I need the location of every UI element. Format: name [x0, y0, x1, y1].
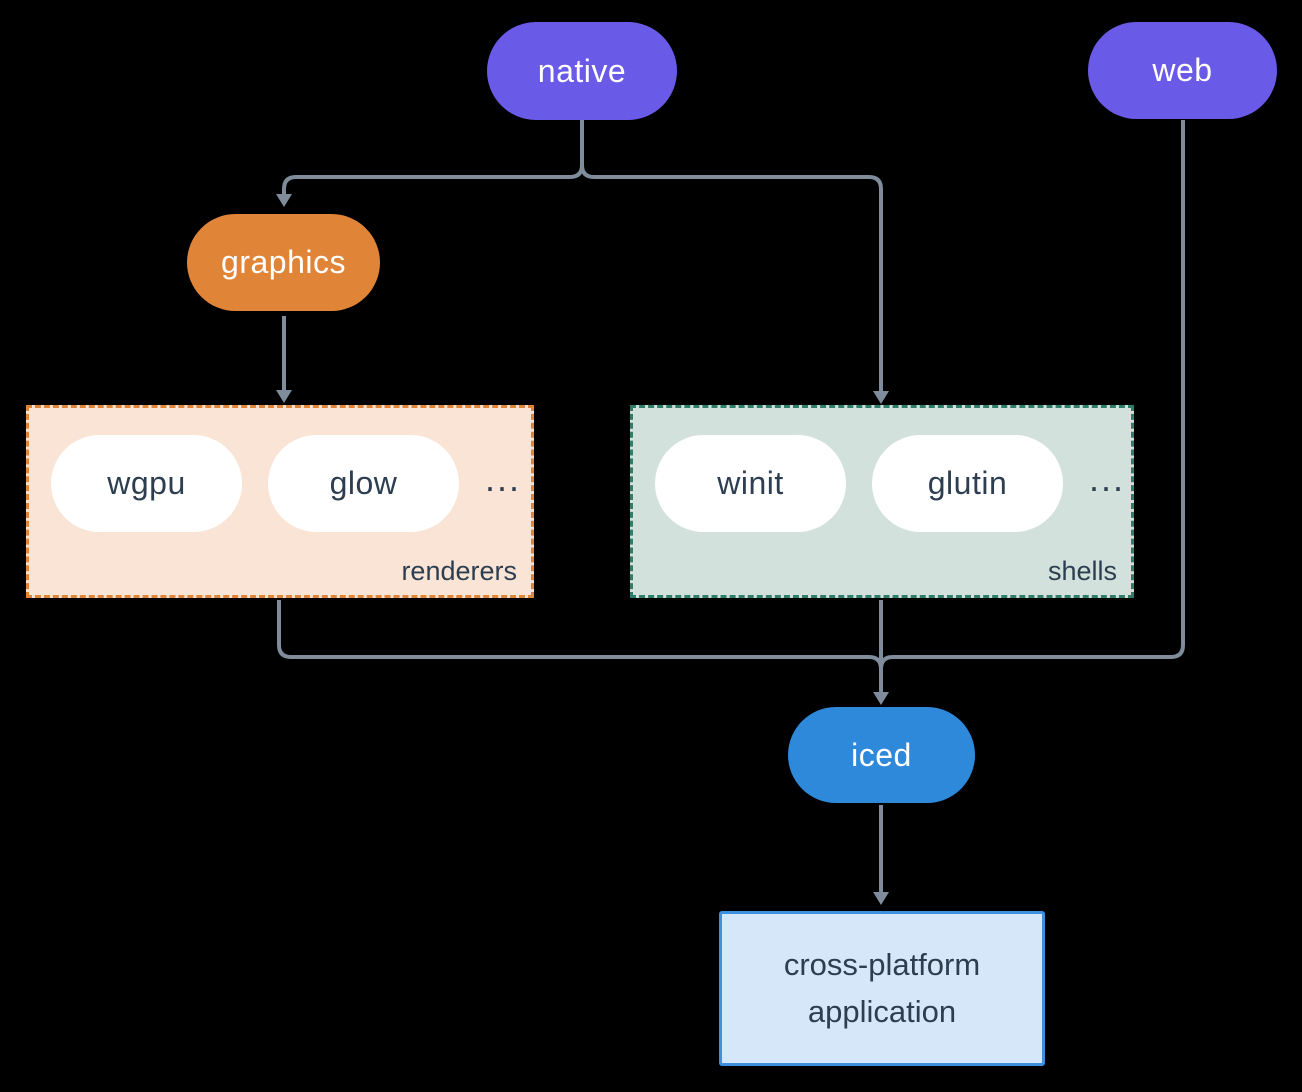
- node-winit-label: winit: [717, 465, 784, 501]
- node-glow-label: glow: [329, 465, 398, 501]
- node-iced-label: iced: [851, 736, 912, 773]
- node-glow: glow: [268, 435, 459, 532]
- group-shells: winit glutin ... shells: [630, 405, 1134, 598]
- renderers-ellipsis: ...: [485, 457, 522, 499]
- node-glutin-label: glutin: [927, 465, 1008, 501]
- edge-native-shells: [580, 164, 883, 391]
- node-native-label: native: [537, 52, 627, 89]
- group-shells-label: shells: [1047, 556, 1117, 586]
- group-shells-items: winit glutin ...: [655, 435, 1125, 532]
- node-winit: winit: [655, 435, 846, 532]
- arrowhead-renderers: [276, 390, 292, 403]
- node-wgpu-label: wgpu: [107, 465, 186, 501]
- edge-native-graphics: [282, 120, 584, 194]
- arrowhead-graphics: [276, 194, 292, 207]
- group-renderers: wgpu glow ... renderers: [26, 405, 534, 598]
- node-application-label: cross-platform application: [783, 947, 981, 1029]
- arrowhead-shells: [873, 391, 889, 404]
- node-web-label: web: [1152, 52, 1213, 88]
- node-native: native: [487, 22, 677, 120]
- node-wgpu: wgpu: [51, 435, 242, 532]
- node-web: web: [1088, 22, 1277, 119]
- group-renderers-items: wgpu glow ...: [51, 435, 521, 532]
- group-renderers-label: renderers: [401, 556, 517, 586]
- node-glutin: glutin: [872, 435, 1063, 532]
- node-graphics-label: graphics: [221, 244, 346, 280]
- shells-ellipsis: ...: [1089, 457, 1126, 499]
- edge-renderers-iced: [277, 600, 883, 670]
- node-graphics: graphics: [187, 214, 380, 311]
- node-iced: iced: [788, 707, 975, 803]
- arrowhead-iced: [873, 692, 889, 705]
- arrowhead-application: [873, 892, 889, 905]
- node-application: cross-platform application: [719, 911, 1045, 1066]
